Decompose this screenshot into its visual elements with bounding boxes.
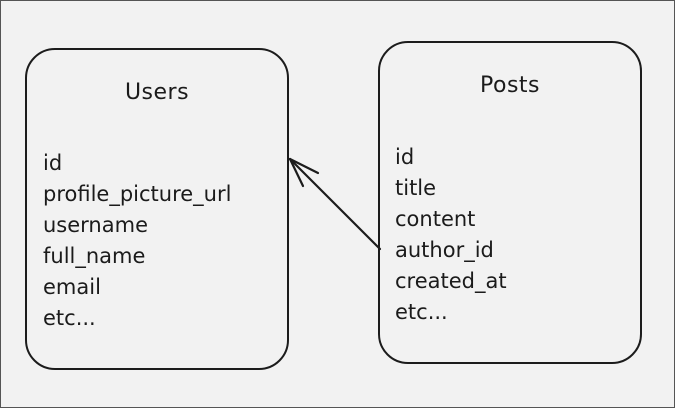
- posts-field: author_id: [395, 238, 494, 262]
- posts-field: etc...: [395, 300, 448, 324]
- users-entity[interactable]: Users id profile_picture_url username fu…: [25, 48, 289, 370]
- users-field: profile_picture_url: [43, 182, 232, 206]
- users-field-list: id profile_picture_url username full_nam…: [43, 148, 231, 334]
- users-field: username: [43, 213, 148, 237]
- users-field: etc...: [43, 306, 96, 330]
- posts-field: id: [395, 145, 415, 169]
- arrowhead-icon: [288, 157, 320, 175]
- posts-field-list: id title content author_id created_at et…: [395, 142, 507, 328]
- posts-field: content: [395, 207, 476, 231]
- users-field: id: [43, 151, 63, 175]
- users-field: email: [43, 275, 101, 299]
- posts-entity[interactable]: Posts id title content author_id created…: [378, 41, 642, 364]
- arrowhead-icon: [288, 157, 305, 188]
- users-title: Users: [124, 80, 190, 105]
- posts-title: Posts: [480, 73, 540, 98]
- posts-field: title: [395, 176, 437, 200]
- users-field: full_name: [43, 244, 146, 268]
- posts-field: created_at: [395, 269, 507, 293]
- arrow-shaft: [288, 157, 382, 251]
